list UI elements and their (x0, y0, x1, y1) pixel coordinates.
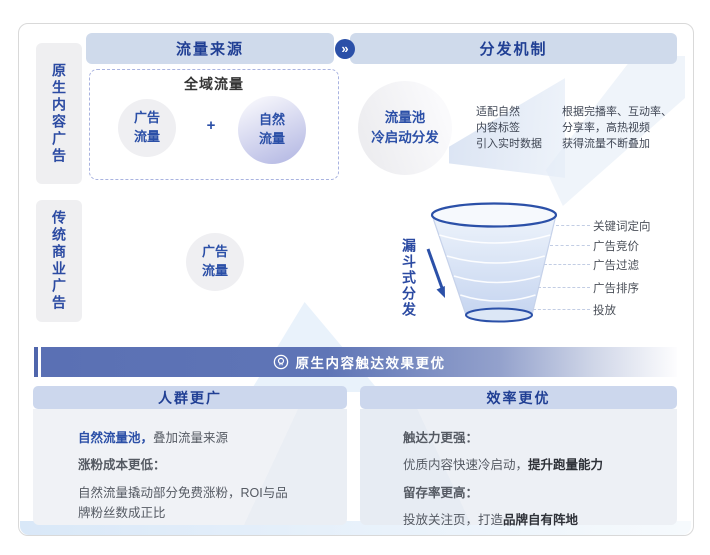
leader-line (538, 287, 590, 288)
benefit-box-better-efficiency: 触达力更强： 优质内容快速冷启动，提升跑量能力 留存率更高： 投放关注页，打造品… (360, 409, 677, 527)
benefit-bold: 品牌自有阵地 (503, 512, 579, 527)
organic-traffic-circle: 自然 流量 (238, 96, 306, 164)
benefit-text: 投放关注页，打造 (403, 512, 504, 527)
funnel-step-keyword-targeting: 关键词定向 (593, 221, 651, 233)
benefit-highlight: 触达力更强： (403, 431, 479, 445)
funnel-step-ad-ranking: 广告排序 (593, 283, 639, 295)
content-tag-note: 适配自然 内容标签 引入实时数据 (476, 106, 542, 150)
benefit-text: 自然流量撬动部分免费涨粉，ROI与品牌粉丝数成正比 (78, 485, 288, 520)
funnel-step-ad-bidding: 广告竞价 (593, 241, 639, 253)
benefit-highlight: 留存率更高： (403, 485, 479, 500)
benefit-text: 优质内容快速冷启动， (403, 458, 529, 473)
leader-line (550, 245, 590, 246)
benefit-text: 叠加流量来源 (153, 431, 229, 445)
funnel-step-delivery: 投放 (593, 305, 616, 317)
award-badge-icon (273, 354, 288, 370)
leader-line (556, 225, 590, 226)
benefit-bold: 提升跑量能力 (528, 458, 604, 473)
domain-traffic-box (89, 69, 339, 180)
header-distribution-mechanism: 分发机制 (350, 33, 677, 64)
outer-frame (18, 23, 694, 536)
ad-traffic-circle: 广告 流量 (118, 99, 176, 157)
conclusion-banner-text: 原生内容触达效果更优 (295, 356, 446, 371)
conclusion-banner: 原生内容触达效果更优 (41, 347, 677, 377)
row-label-traditional-ads: 传统商业广告 (36, 200, 82, 322)
leader-line (533, 309, 590, 310)
funnel-step-ad-filtering: 广告过滤 (593, 260, 639, 272)
leader-line (544, 264, 590, 265)
benefit-highlight: 涨粉成本更低： (78, 458, 166, 473)
down-arrow-icon (426, 248, 445, 298)
benefit-header-better-efficiency: 效率更优 (360, 386, 677, 409)
banner-accent-stripe (34, 347, 38, 377)
heat-metrics-note: 根据完播率、互动率、 分享率，高热视频 获得流量不断叠加 (562, 106, 672, 150)
double-chevron-icon: » (335, 39, 355, 59)
benefit-highlight: 自然流量池， (78, 431, 154, 445)
traditional-ad-traffic-circle: 广告 流量 (186, 233, 244, 291)
benefit-line: 自然流量池，叠加流量来源 (78, 428, 327, 448)
funnel-distribution-label: 漏斗式分发 (401, 238, 417, 318)
domain-traffic-title: 全域流量 (184, 76, 244, 92)
funnel-graphic (430, 202, 558, 323)
benefit-box-wider-audience: 自然流量池，叠加流量来源 涨粉成本更低： 自然流量撬动部分免费涨粉，ROI与品牌… (33, 409, 347, 525)
benefit-line: 投放关注页，打造品牌自有阵地 (403, 510, 657, 530)
cold-start-pool-circle: 流量池 冷启动分发 (358, 81, 452, 175)
plus-sign: + (206, 117, 216, 134)
benefit-header-wider-audience: 人群更广 (33, 386, 347, 409)
header-traffic-source: 流量来源 (86, 33, 334, 64)
row-label-native-content-ads: 原生内容广告 (36, 43, 82, 184)
benefit-line: 优质内容快速冷启动，提升跑量能力 (403, 455, 657, 475)
